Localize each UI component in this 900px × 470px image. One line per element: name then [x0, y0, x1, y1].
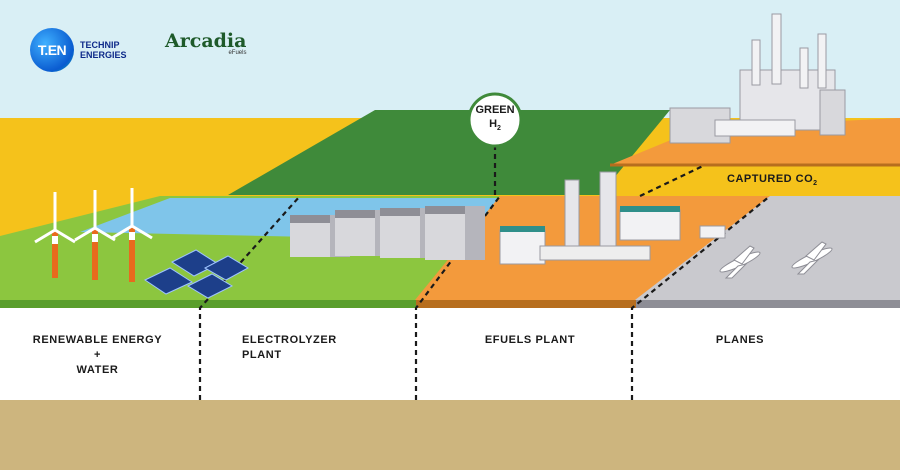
crop-field — [228, 110, 670, 195]
arcadia-logo: Arcadia eFuels — [165, 30, 246, 56]
solar-panels — [143, 249, 250, 299]
electrolyzer-line2: PLANT — [242, 349, 282, 361]
renewable-line3: WATER — [76, 364, 119, 376]
green-h2-formula: H2 — [489, 118, 501, 133]
green-h2-badge — [467, 92, 523, 148]
efuels-plant — [499, 171, 726, 265]
co2-pointer — [639, 164, 706, 197]
captured-co2-label: CAPTURED CO2 — [727, 173, 818, 188]
arcadia-name: Arcadia — [165, 30, 247, 52]
electrolyzer-modules — [290, 206, 485, 260]
planes — [719, 241, 833, 279]
ten-line1: TECHNIP — [80, 40, 120, 50]
stage-planes-label: PLANES — [715, 334, 765, 346]
arcadia-sub: eFuels — [228, 50, 247, 56]
stage-renewable-label: RENEWABLE ENERGY + WATER — [25, 333, 170, 378]
wind-turbines — [34, 188, 153, 282]
planes-edge — [636, 300, 900, 308]
green-h2-label: GREEN H2 — [465, 96, 525, 144]
efuels-edge — [416, 300, 636, 308]
planes-platform — [635, 196, 900, 300]
renewable-line2: + — [93, 349, 102, 361]
ten-wordmark: TECHNIP ENERGIES — [80, 40, 127, 60]
technip-energies-logo: T.EN TECHNIP ENERGIES — [30, 28, 127, 72]
stage-efuels-label: EFUELS PLANT — [484, 334, 576, 346]
ten-mark: T.EN — [30, 28, 74, 72]
divider-electrolyzer-efuels — [414, 195, 501, 400]
ten-line2: ENERGIES — [80, 50, 127, 60]
electrolyzer-line1: ELECTROLYZER — [242, 334, 337, 346]
divider-renewable-electrolyzer — [198, 195, 301, 400]
renewable-line1: RENEWABLE ENERGY — [32, 334, 163, 346]
green-h2-top: GREEN — [475, 104, 515, 117]
grass-edge — [0, 300, 416, 308]
co2-factory — [669, 13, 846, 144]
label-band — [0, 308, 900, 400]
ground — [0, 400, 900, 470]
stage-electrolyzer-label: ELECTROLYZER PLANT — [242, 333, 337, 363]
